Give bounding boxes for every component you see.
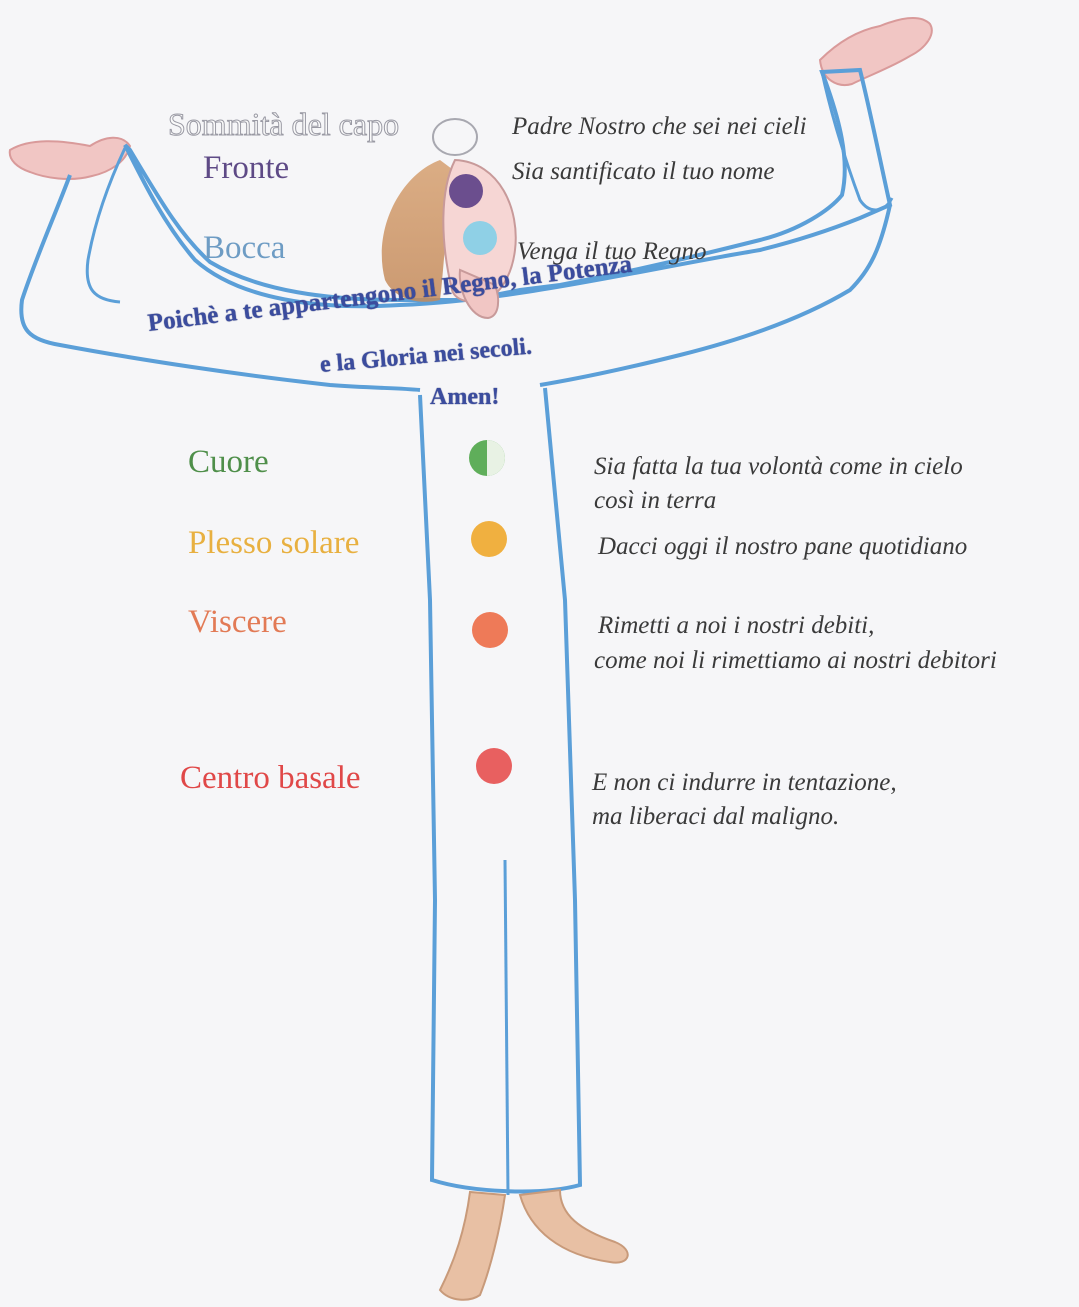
- prayer-root-line1: E non ci indurre in tentazione,: [592, 766, 897, 799]
- label-sacral: Viscere: [188, 606, 287, 639]
- prayer-sacral-line2: come noi li rimettiamo ai nostri debitor…: [594, 644, 997, 677]
- crown-circle: [433, 119, 477, 155]
- closing-line3: Amen!: [430, 384, 499, 411]
- robe-leg-split: [505, 860, 508, 1195]
- robe-cuff-right: [822, 72, 892, 210]
- right-hand: [820, 18, 932, 85]
- prayer-heart-line1: Sia fatta la tua volontà come in cielo: [594, 450, 963, 483]
- prayer-sacral-line1: Rimetti a noi i nostri debiti,: [598, 609, 874, 642]
- robe-body: [420, 388, 580, 1191]
- dot-brow: [449, 174, 483, 208]
- dot-heart: [469, 440, 505, 476]
- prayer-root-line2: ma liberaci dal maligno.: [592, 800, 839, 833]
- dot-sacral: [472, 612, 508, 648]
- prayer-heart-line2: così in terra: [594, 484, 716, 517]
- prayer-brow: Sia santificato il tuo nome: [512, 155, 775, 188]
- dot-solar: [471, 521, 507, 557]
- left-hand: [10, 138, 130, 179]
- label-root: Centro basale: [180, 762, 361, 795]
- label-throat: Bocca: [203, 232, 285, 265]
- dot-throat: [463, 221, 497, 255]
- left-foot: [440, 1192, 505, 1300]
- right-foot: [520, 1190, 628, 1263]
- label-solar: Plesso solare: [188, 527, 359, 560]
- prayer-solar: Dacci oggi il nostro pane quotidiano: [598, 530, 967, 563]
- label-brow: Fronte: [203, 152, 289, 185]
- label-crown: Sommità del capo: [168, 108, 399, 140]
- dot-root: [476, 748, 512, 784]
- prayer-crown: Padre Nostro che sei nei cieli: [512, 110, 807, 143]
- label-heart: Cuore: [188, 446, 269, 479]
- robe-sleeve-right: [540, 205, 890, 385]
